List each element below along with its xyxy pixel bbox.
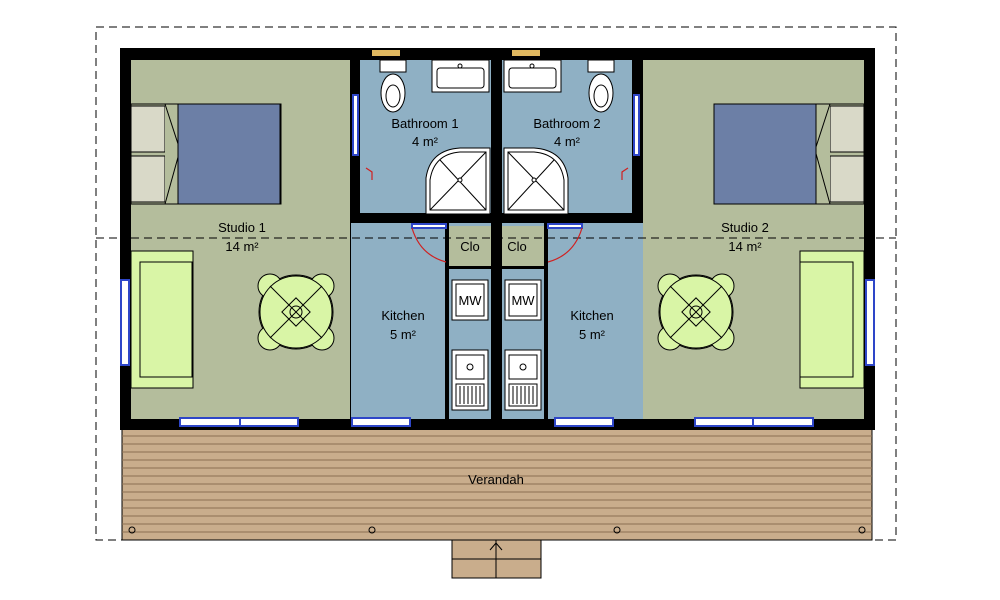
microwave-kitchen2 <box>504 279 542 321</box>
kitchen2-area: 5 m² <box>579 327 606 342</box>
toilet-bathroom1 <box>379 59 407 113</box>
shower-bathroom2 <box>503 147 569 215</box>
window <box>179 417 241 427</box>
window <box>547 223 583 229</box>
microwave1-label: MW <box>458 293 482 308</box>
shower-bathroom1 <box>425 147 491 215</box>
dining-table-studio1 <box>257 273 335 351</box>
sofa-studio1 <box>130 250 194 389</box>
dining-table-studio2 <box>657 273 735 351</box>
window <box>694 417 754 427</box>
closet1-wall <box>445 223 449 419</box>
deck-post <box>128 526 136 534</box>
window <box>411 223 447 229</box>
bathroom2-name: Bathroom 2 <box>533 116 600 131</box>
sink-kitchen2 <box>504 349 542 411</box>
bathroom2-area: 4 m² <box>554 134 581 149</box>
window <box>554 417 614 427</box>
closet2-label: Clo <box>507 239 527 254</box>
studio2-name: Studio 2 <box>721 220 769 235</box>
sink-bathroom2 <box>503 59 562 93</box>
closet1-floor <box>449 226 491 266</box>
roof-outline <box>95 26 897 541</box>
bathroom1-area: 4 m² <box>412 134 439 149</box>
bathroom1-name: Bathroom 1 <box>391 116 458 131</box>
closet2-wall <box>544 223 548 419</box>
deck-post <box>858 526 866 534</box>
window <box>351 417 411 427</box>
kitchen2-name: Kitchen <box>570 308 613 323</box>
window <box>239 417 299 427</box>
verandah-label: Verandah <box>468 472 524 487</box>
bed-studio2 <box>713 103 865 205</box>
entry-steps <box>451 539 542 579</box>
toilet-bathroom2 <box>587 59 615 113</box>
windows <box>120 94 875 427</box>
window <box>120 279 130 366</box>
studio1-name: Studio 1 <box>218 220 266 235</box>
kitchen1-name: Kitchen <box>381 308 424 323</box>
window <box>633 94 640 156</box>
window <box>752 417 814 427</box>
studio2-area: 14 m² <box>728 239 762 254</box>
microwave-kitchen1 <box>451 279 489 321</box>
sink-kitchen1 <box>451 349 489 411</box>
studio1-area: 14 m² <box>225 239 259 254</box>
closet2-floor <box>502 226 544 266</box>
deck-post <box>368 526 376 534</box>
door-swings <box>365 167 629 263</box>
deck-post <box>613 526 621 534</box>
bed-studio1 <box>130 103 282 205</box>
microwave2-label: MW <box>511 293 535 308</box>
sofa-studio2 <box>799 250 865 389</box>
window <box>352 94 359 156</box>
closet1-label: Clo <box>460 239 480 254</box>
kitchen1-area: 5 m² <box>390 327 417 342</box>
window <box>865 279 875 366</box>
sink-bathroom1 <box>431 59 490 93</box>
